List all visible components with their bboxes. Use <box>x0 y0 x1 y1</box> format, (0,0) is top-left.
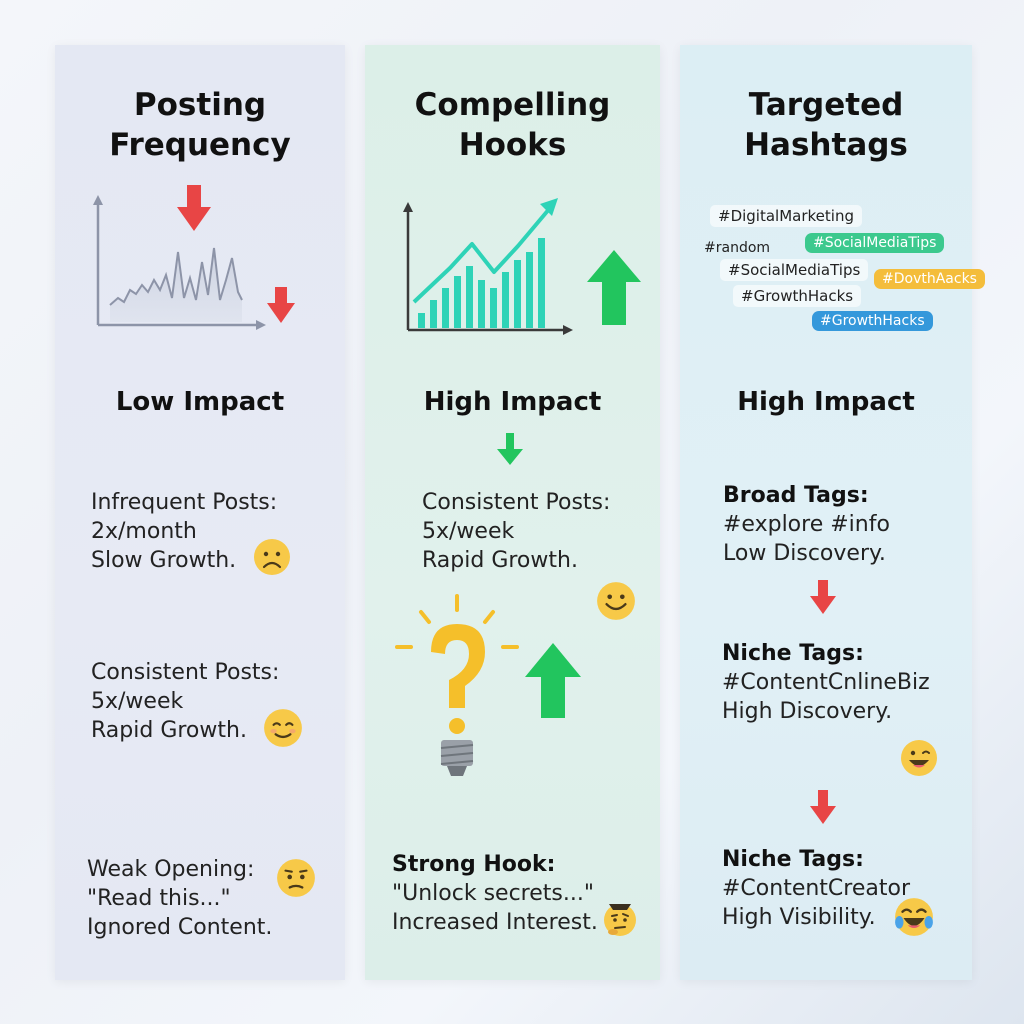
posting-frequency-panel: Posting Frequency Low Impact Infrequent … <box>55 45 345 980</box>
block-line-3: Rapid Growth. <box>422 548 578 573</box>
block-line-1: Niche Tags: <box>722 641 864 666</box>
block-line-2: "Read this..." <box>87 886 231 911</box>
block-line-3: Slow Growth. <box>91 548 237 573</box>
lightbulb-question-icon <box>395 594 519 776</box>
up-arrow-icon <box>587 250 641 325</box>
up-arrow-icon <box>525 643 581 718</box>
title-line-2: Hooks <box>458 127 567 163</box>
impact-label: Low Impact <box>115 387 285 417</box>
title-line-2: Frequency <box>109 127 291 163</box>
hashtag-pill: #DovthAacks <box>874 269 985 289</box>
smile-face-icon <box>597 582 635 620</box>
block-line-1: Infrequent Posts: <box>91 490 278 515</box>
laughing-face-icon <box>895 898 933 936</box>
text-block: Niche Tags: #ContentCnlineBiz High Disco… <box>722 639 930 726</box>
block-line-2: 2x/month <box>91 519 197 544</box>
impact-label: High Impact <box>737 387 915 417</box>
block-line-3: Low Discovery. <box>723 541 886 566</box>
panel-title: Targeted Hashtags <box>680 85 972 165</box>
text-block: Consistent Posts: 5x/week Rapid Growth. <box>91 658 279 745</box>
title-line-2: Hashtags <box>744 127 908 163</box>
hashtag: #SocialMediaTips <box>720 259 869 281</box>
title-line-1: Posting <box>133 87 267 123</box>
block-line-1: Weak Opening: <box>87 857 255 882</box>
text-block: Broad Tags: #explore #info Low Discovery… <box>723 481 890 568</box>
block-line-3: Increased Interest. <box>392 910 598 935</box>
block-line-3: Ignored Content. <box>87 915 273 940</box>
hashtag: #DigitalMarketing <box>710 205 862 227</box>
thinking-face-icon <box>604 904 636 936</box>
down-arrow-small-icon <box>497 433 523 465</box>
block-line-1: Niche Tags: <box>722 847 864 872</box>
down-arrow-icon <box>810 790 836 824</box>
block-line-3: Rapid Growth. <box>91 718 247 743</box>
title-line-1: Targeted <box>748 87 904 123</box>
text-block: Strong Hook: "Unlock secrets..." Increas… <box>392 850 598 937</box>
growth-bar-chart-icon <box>403 198 573 335</box>
targeted-hashtags-panel: Targeted Hashtags #DigitalMarketing #ran… <box>680 45 985 980</box>
declining-line-chart-icon <box>93 195 266 330</box>
down-arrow-small-icon <box>267 287 295 323</box>
panel-title: Posting Frequency <box>55 85 345 165</box>
down-arrow-icon <box>177 185 211 231</box>
block-line-2: 5x/week <box>422 519 515 544</box>
hashtag: #random <box>704 240 771 256</box>
content-face-icon <box>264 709 302 747</box>
block-line-2: "Unlock secrets..." <box>392 881 594 906</box>
hashtag: #GrowthHacks <box>733 285 862 307</box>
hashtag-pill: #GrowthHacks <box>812 311 933 331</box>
block-line-1: Consistent Posts: <box>91 660 280 685</box>
block-line-2: #explore #info <box>723 512 890 537</box>
text-block: Infrequent Posts: 2x/month Slow Growth. <box>91 488 277 575</box>
text-block: Weak Opening: "Read this..." Ignored Con… <box>87 855 272 942</box>
block-line-1: Strong Hook: <box>392 852 556 877</box>
sad-face-icon <box>254 539 290 575</box>
block-line-2: 5x/week <box>91 689 184 714</box>
impact-label: High Impact <box>423 387 602 417</box>
title-line-1: Compelling <box>414 87 611 123</box>
block-line-2: #ContentCreator <box>722 876 910 901</box>
hashtag-pill: #SocialMediaTips <box>805 233 945 253</box>
text-block: Consistent Posts: 5x/week Rapid Growth. <box>422 488 610 575</box>
block-line-1: Broad Tags: <box>723 483 869 508</box>
block-line-3: High Discovery. <box>722 699 893 724</box>
block-line-2: #ContentCnlineBiz <box>722 670 930 695</box>
block-line-3: High Visibility. <box>722 905 876 930</box>
block-line-1: Consistent Posts: <box>422 490 611 515</box>
text-block: Niche Tags: #ContentCreator High Visibil… <box>722 845 910 932</box>
down-arrow-icon <box>810 580 836 614</box>
worried-face-icon <box>277 859 315 897</box>
grin-face-icon <box>901 740 937 776</box>
compelling-hooks-panel: Compelling Hooks High Impact <box>365 45 660 980</box>
panel-title: Compelling Hooks <box>365 85 660 165</box>
